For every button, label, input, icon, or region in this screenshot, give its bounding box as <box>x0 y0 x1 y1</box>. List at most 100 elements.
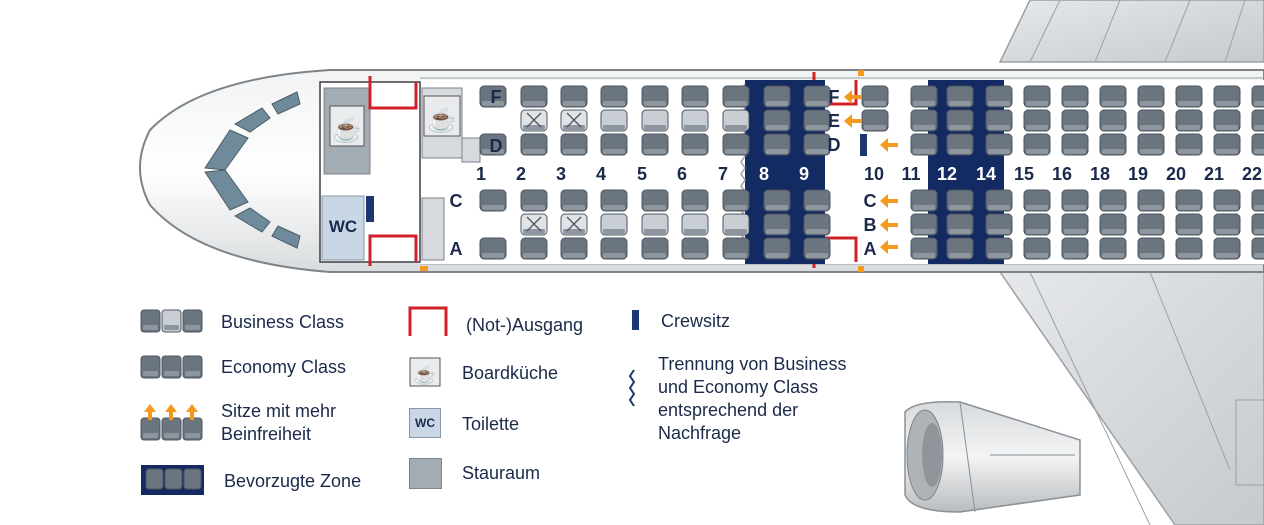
seat-15-l1 <box>1023 213 1051 236</box>
upper-wing <box>998 0 1264 63</box>
seat-15-u1 <box>1023 109 1051 132</box>
exit-seat-letter-C: C <box>864 191 877 211</box>
row-label-22: 22 <box>1242 164 1262 184</box>
seat-14-l1 <box>985 213 1013 236</box>
seat-21-l0 <box>1213 189 1241 212</box>
seat-20-u0 <box>1175 85 1203 108</box>
seat-4-u2 <box>600 133 628 156</box>
seat-11-u2 <box>910 133 938 156</box>
seat-9-l1 <box>803 213 831 236</box>
galley-front-icon: ☕ <box>332 115 362 144</box>
seat-3-l1 <box>560 213 588 236</box>
row-label-4: 4 <box>596 164 606 184</box>
seat-2-u0 <box>520 85 548 108</box>
row-label-19: 19 <box>1128 164 1148 184</box>
seat-6-l0 <box>681 189 709 212</box>
legend-crew-label: Crewsitz <box>661 311 731 331</box>
row-label-20: 20 <box>1166 164 1186 184</box>
seat-4-l2 <box>600 237 628 260</box>
seat-16-l1 <box>1061 213 1089 236</box>
seat-16-u0 <box>1061 85 1089 108</box>
seat-3-u1 <box>560 109 588 132</box>
seat-15-u2 <box>1023 133 1051 156</box>
seat-6-u0 <box>681 85 709 108</box>
seat-5-l2 <box>641 237 669 260</box>
seat-19-l0 <box>1137 189 1165 212</box>
seat-16-u1 <box>1061 109 1089 132</box>
seat-7-l0 <box>722 189 750 212</box>
legend-toilet-icon: WC <box>409 408 441 438</box>
seat-14-u2 <box>985 133 1013 156</box>
seat-22-l1 <box>1251 213 1264 236</box>
row-label-2: 2 <box>516 164 526 184</box>
legend-crew-icon <box>632 310 639 330</box>
legend-extra-legroom-label: Sitze mit mehr Beinfreiheit <box>221 401 337 444</box>
seat-19-u2 <box>1137 133 1165 156</box>
seat-21-l1 <box>1213 213 1241 236</box>
galley-2-icon: ☕ <box>427 105 457 134</box>
seat-19-l1 <box>1137 213 1165 236</box>
seat-11-l2 <box>910 237 938 260</box>
seat-19-u1 <box>1137 109 1165 132</box>
seat-18-u2 <box>1099 133 1127 156</box>
seat-21-u1 <box>1213 109 1241 132</box>
seat-7-u0 <box>722 85 750 108</box>
seat-8-u0 <box>763 85 791 108</box>
seat-11-l1 <box>910 213 938 236</box>
legend-storage-label: Stauraum <box>462 463 541 483</box>
legend-storage-icon <box>409 458 442 489</box>
seat-7-u1 <box>722 109 750 132</box>
row-label-9: 9 <box>799 164 809 184</box>
seat-letter-D: D <box>490 136 503 156</box>
seat-7-u2 <box>722 133 750 156</box>
seat-22-u2 <box>1251 133 1264 156</box>
row-label-7: 7 <box>718 164 728 184</box>
seat-21-l2 <box>1213 237 1241 260</box>
legroom-arrow <box>844 90 862 104</box>
seat-22-u1 <box>1251 109 1264 132</box>
seat-1-C <box>479 189 507 212</box>
seat-20-u1 <box>1175 109 1203 132</box>
extra-legroom-arrows <box>844 90 898 254</box>
legroom-arrow <box>880 218 898 232</box>
seat-22-l0 <box>1251 189 1264 212</box>
seat-19-l2 <box>1137 237 1165 260</box>
seat-22-l2 <box>1251 237 1264 260</box>
seat-5-l1 <box>641 213 669 236</box>
seat-11-u0 <box>910 85 938 108</box>
seat-18-u1 <box>1099 109 1127 132</box>
row-label-10: 10 <box>864 164 884 184</box>
legend-separation-icon <box>628 369 636 407</box>
row-label-14: 14 <box>976 164 996 184</box>
legend-economy-label: Economy Class <box>221 357 347 377</box>
legend-economy-icon <box>140 355 203 379</box>
seat-15-l0 <box>1023 189 1051 212</box>
seat-20-l0 <box>1175 189 1203 212</box>
crew-seat-mid <box>860 134 867 156</box>
seat-9-l2 <box>803 237 831 260</box>
seat-5-l0 <box>641 189 669 212</box>
row-label-5: 5 <box>637 164 647 184</box>
row-label-1: 1 <box>476 164 486 184</box>
seat-1-F <box>479 85 507 108</box>
legend-exit-icon <box>408 306 448 336</box>
row-label-12: 12 <box>937 164 957 184</box>
seat-16-l2 <box>1061 237 1089 260</box>
seat-12-u0 <box>946 85 974 108</box>
seat-1-D <box>479 133 507 156</box>
seat-7-l1 <box>722 213 750 236</box>
seat-20-l1 <box>1175 213 1203 236</box>
seat-2-l0 <box>520 189 548 212</box>
exit-seat-letter-B: B <box>864 215 877 235</box>
seat-15-l2 <box>1023 237 1051 260</box>
svg-text:☕: ☕ <box>414 364 436 385</box>
seat-12-u2 <box>946 133 974 156</box>
seat-8-u2 <box>763 133 791 156</box>
seat-3-l0 <box>560 189 588 212</box>
legend-business-label: Business Class <box>221 312 345 332</box>
legroom-arrow <box>880 194 898 208</box>
legend-extra-legroom-icon <box>140 404 203 441</box>
